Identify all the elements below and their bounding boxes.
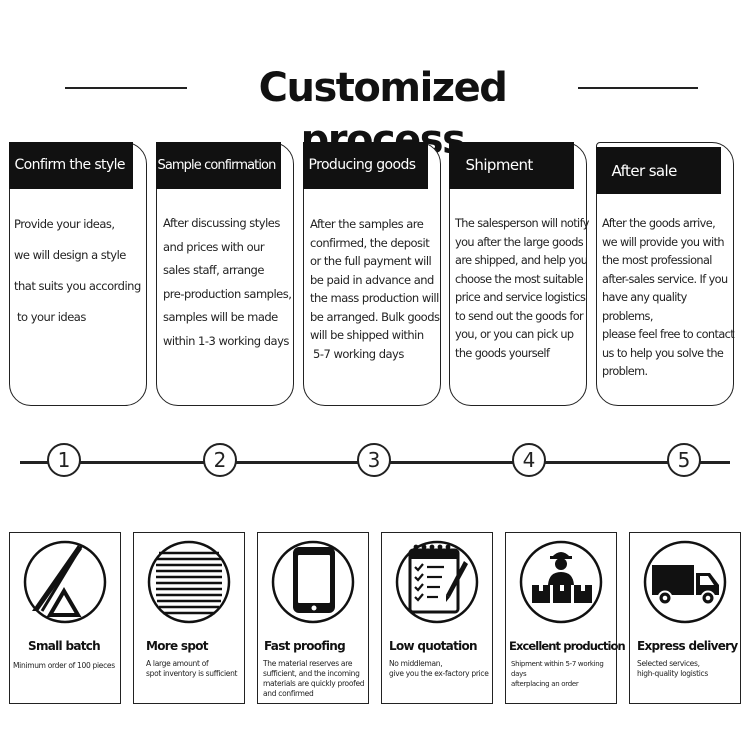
triangle-ruler-icon	[23, 540, 107, 624]
step-line: After the samples are	[310, 217, 424, 231]
step-line: confirmed, the deposit	[310, 235, 430, 250]
step-line: be paid in advance and	[310, 272, 434, 287]
step-card-sample-confirmation: Sample confirmation After discussing sty…	[155, 141, 297, 406]
worker-boxes-icon	[519, 540, 603, 624]
feature-line: afterplacing an order	[511, 680, 579, 688]
feature-description: Shipment within 5-7 working days afterpl…	[511, 659, 619, 689]
step-description: After discussing styles and prices with …	[163, 212, 297, 353]
feature-title: Fast proofing	[264, 639, 346, 653]
step-line: we will provide you with	[602, 235, 725, 249]
feature-line: A large amount of	[146, 659, 209, 668]
step-line: to your ideas	[17, 310, 86, 324]
step-line: the goods yourself	[455, 346, 550, 360]
step-line: you, or you can pick up	[455, 328, 574, 341]
step-line: within 1-3 working days	[163, 333, 289, 348]
step-line: sales staff, arrange	[163, 263, 264, 277]
step-description: After the goods arrive, we will provide …	[602, 215, 736, 382]
step-line: choose the most suitable	[455, 272, 584, 286]
feature-line: sufficient, and the incoming	[263, 669, 360, 678]
feature-card-small-batch: Small batch Minimum order of 100 pieces	[9, 532, 121, 704]
feature-line: Selected services,	[637, 659, 700, 668]
step-description: The salesperson will notify you after th…	[455, 215, 589, 363]
step-line: to send out the goods for	[455, 309, 584, 323]
step-line: the mass production will	[310, 291, 439, 305]
checklist-icon	[395, 540, 479, 624]
step-line: we will design a style	[14, 248, 126, 262]
feature-description: A large amount of spot inventory is suff…	[146, 659, 254, 679]
step-description: After the samples are confirmed, the dep…	[310, 215, 444, 363]
feature-line: Shipment within 5-7 working days	[511, 660, 604, 678]
step-line: please feel free to contact	[602, 328, 735, 341]
step-label: Sample confirmation	[155, 141, 281, 189]
step-card-confirm-style: Confirm the style Provide your ideas, we…	[8, 141, 148, 406]
step-line: 5-7 working days	[313, 346, 404, 361]
timeline-node-4: 4	[512, 443, 546, 477]
feature-title: Express delivery	[637, 639, 738, 653]
feature-description: Minimum order of 100 pieces	[13, 661, 121, 671]
step-card-after-sale: After sale After the goods arrive, we wi…	[595, 142, 736, 406]
feature-card-express-delivery: Express delivery Selected services, high…	[629, 532, 741, 704]
step-card-shipment: Shipment The salesperson will notify you…	[448, 141, 589, 406]
step-line: or the full payment will	[310, 254, 432, 268]
feature-card-low-quotation: Low quotation No middleman, give you the…	[381, 532, 493, 704]
feature-line: materials are quickly proofed	[263, 679, 365, 688]
step-label: Shipment	[448, 141, 574, 189]
step-line: that suits you according	[14, 279, 141, 293]
step-line: you after the large goods	[455, 235, 584, 249]
step-line: After discussing styles	[163, 216, 280, 230]
step-card-producing-goods: Producing goods After the samples are co…	[302, 141, 444, 406]
fabric-stack-icon	[147, 540, 231, 624]
step-line: the most professional	[602, 254, 712, 267]
step-label: Producing goods	[302, 141, 428, 189]
header: Customized process	[0, 62, 750, 163]
feature-line: and confirmed	[263, 689, 314, 698]
step-line: have any quality problems,	[602, 291, 687, 323]
step-line: The salesperson will notify	[455, 217, 589, 230]
feature-title: Small batch	[28, 639, 101, 653]
feature-description: The material reserves are sufficient, an…	[263, 659, 371, 699]
step-line: Provide your ideas,	[14, 217, 115, 231]
timeline-node-2: 2	[203, 443, 237, 477]
step-label: Confirm the style	[8, 141, 133, 189]
timeline-node-3: 3	[357, 443, 391, 477]
step-line: us to help you solve the	[602, 346, 724, 360]
step-line: samples will be made	[163, 310, 278, 324]
feature-line: high-quality logistics	[637, 669, 708, 678]
feature-description: No middleman, give you the ex-factory pr…	[389, 659, 497, 679]
feature-line: The material reserves are	[263, 659, 353, 668]
step-description: Provide your ideas, we will design a sty…	[14, 209, 148, 333]
step-line: be arranged. Bulk goods	[310, 309, 440, 324]
step-line: pre-production samples,	[163, 286, 292, 301]
feature-title: Excellent production	[509, 639, 626, 653]
feature-title: Low quotation	[389, 639, 478, 653]
feature-card-excellent-production: Excellent production Shipment within 5-7…	[505, 532, 626, 704]
step-line: after-sales service. If you	[602, 272, 728, 286]
step-line: and prices with our	[163, 239, 265, 254]
feature-description: Selected services, high-quality logistic…	[637, 659, 745, 679]
page-title: Customized process	[258, 65, 508, 163]
feature-title: More spot	[146, 639, 209, 653]
step-line: problem.	[602, 365, 648, 378]
step-line: price and service logistics	[455, 291, 586, 304]
step-line: will be shipped within	[310, 328, 424, 342]
feature-line: No middleman,	[389, 659, 443, 668]
timeline-node-1: 1	[47, 443, 81, 477]
feature-card-fast-proofing: Fast proofing The material reserves are …	[257, 532, 369, 704]
feature-line: Minimum order of 100 pieces	[13, 661, 115, 670]
step-line: After the goods arrive,	[602, 217, 716, 230]
title-divider-left	[65, 87, 187, 89]
truck-icon	[643, 540, 727, 624]
tablet-icon	[271, 540, 355, 624]
title-divider-right	[578, 87, 698, 89]
step-label: After sale	[595, 147, 721, 194]
feature-card-more-spot: More spot A large amount of spot invento…	[133, 532, 245, 704]
feature-line: spot inventory is sufficient	[146, 669, 238, 678]
feature-line: give you the ex-factory price	[389, 669, 489, 678]
step-line: are shipped, and help you	[455, 254, 588, 267]
timeline-node-5: 5	[667, 443, 701, 477]
